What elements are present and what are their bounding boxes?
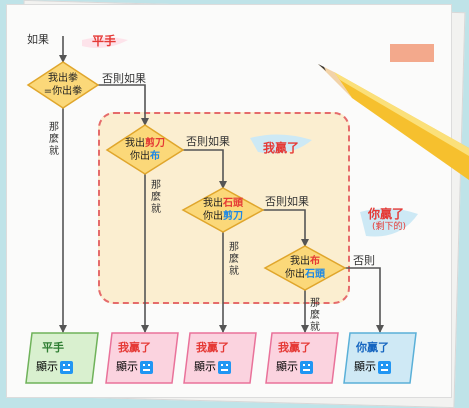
label-if: 如果	[27, 33, 49, 46]
decision-3-text: 我出石頭 你出剪刀	[189, 197, 257, 223]
decision-3-line1-text: 我出	[203, 198, 223, 209]
decision-2-line1: 我出剪刀	[113, 137, 177, 150]
decision-2-text: 我出剪刀 你出布	[113, 137, 177, 163]
output-1-title: 平手	[42, 341, 64, 354]
smiley-icon	[378, 360, 391, 374]
label-elseif-3: 否則如果	[265, 195, 309, 208]
label-elseif-2: 否則如果	[186, 135, 230, 148]
label-then-4: 那麼就	[310, 298, 320, 333]
output-4-title: 我贏了	[278, 341, 311, 354]
output-5-title: 你贏了	[356, 341, 389, 354]
decision-4-text: 我出布 你出石頭	[271, 255, 339, 281]
tape-strip	[390, 44, 434, 62]
decision-4-kw1: 布	[310, 256, 320, 267]
output-3-title: 我贏了	[196, 341, 229, 354]
label-then-1: 那麼就	[49, 122, 59, 157]
label-then-2: 那麼就	[151, 180, 161, 215]
label-else: 否則	[353, 254, 375, 267]
screen-icon	[60, 360, 73, 374]
decision-3-line2-text: 你出	[203, 211, 223, 222]
label-then-3: 那麼就	[229, 242, 239, 277]
output-2-title: 我贏了	[118, 341, 151, 354]
decision-3-kw1: 石頭	[223, 198, 243, 209]
decision-4-line2-text: 你出	[285, 269, 305, 280]
decision-2-kw1: 剪刀	[145, 138, 165, 149]
output-4-show-text: 顯示	[276, 360, 298, 373]
smiley-icon	[140, 360, 153, 374]
lose-badge-note: (剩下的)	[372, 222, 407, 232]
output-4-show: 顯示	[276, 360, 313, 374]
output-5-show-text: 顯示	[354, 360, 376, 373]
output-2-show: 顯示	[116, 360, 153, 374]
decision-4-line1-text: 我出	[290, 256, 310, 267]
output-2-show-text: 顯示	[116, 360, 138, 373]
decision-2-line2: 你出布	[113, 150, 177, 163]
smiley-icon	[218, 360, 231, 374]
decision-1-line1: 我出拳	[48, 73, 78, 84]
smiley-icon	[300, 360, 313, 374]
decision-3-kw2: 剪刀	[223, 211, 243, 222]
decision-2-line2-text: 你出	[130, 151, 150, 162]
decision-3-line1: 我出石頭	[189, 197, 257, 210]
decision-1-line2: =你出拳	[43, 86, 83, 97]
decision-3-line2: 你出剪刀	[189, 210, 257, 223]
output-3-show: 顯示	[194, 360, 231, 374]
pencil-icon	[318, 64, 469, 180]
decision-1-text: 我出拳 =你出拳	[33, 72, 93, 98]
decision-4-line1: 我出布	[271, 255, 339, 268]
output-1-show: 顯示	[36, 360, 73, 374]
decision-2-line1-text: 我出	[125, 138, 145, 149]
output-5-show: 顯示	[354, 360, 391, 374]
lose-badge: 你贏了	[368, 207, 405, 221]
decision-4-kw2: 石頭	[305, 269, 325, 280]
win-badge: 我贏了	[263, 141, 300, 155]
tie-badge: 平手	[92, 34, 117, 48]
label-elseif-1: 否則如果	[102, 72, 146, 85]
output-1-show-text: 顯示	[36, 360, 58, 373]
decision-2-kw2: 布	[150, 151, 160, 162]
output-3-show-text: 顯示	[194, 360, 216, 373]
decision-4-line2: 你出石頭	[271, 268, 339, 281]
